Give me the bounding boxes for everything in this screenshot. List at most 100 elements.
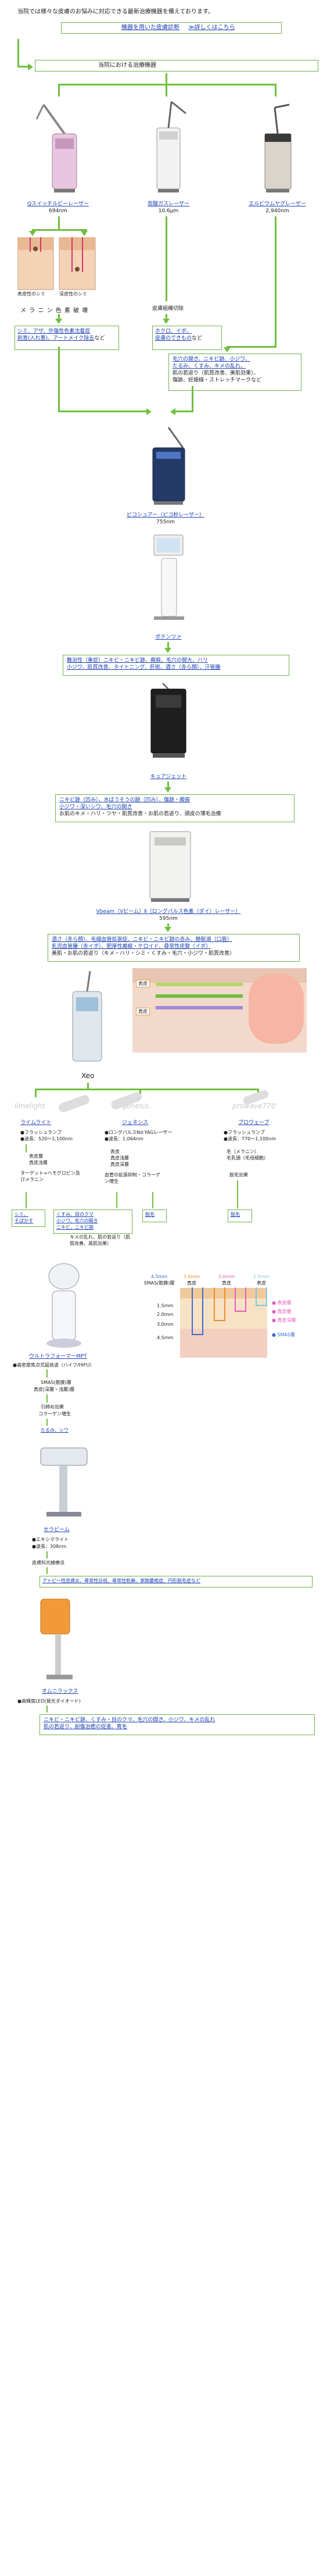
- ruby-indication-2[interactable]: 刺青(入れ墨)、アートメイク除去: [17, 336, 95, 341]
- right-layer-3: ● 真皮深層: [272, 1318, 296, 1323]
- omnilux-name[interactable]: オムニラックス: [42, 1689, 78, 1694]
- probe-1-5-icon: [256, 1287, 267, 1306]
- limelight-spec1: ●フラッシュランプ: [20, 1130, 62, 1135]
- axis-1-5: 1.5mm: [157, 1303, 174, 1308]
- right-layer-2: ● 真皮層: [272, 1309, 292, 1314]
- limelight-effect-2: 真皮浅層: [29, 1160, 48, 1165]
- prowave-brand: prowave770: [232, 1102, 276, 1110]
- axis-4-5: 4.5mm: [157, 1335, 174, 1340]
- potenza-indication-1[interactable]: 難治性（重症）ニキビ・ニキビ跡、瘢痕、毛穴の開大、ハリ: [67, 658, 209, 663]
- genesis-spec2: ●波長：1,064nm: [105, 1136, 143, 1141]
- erbium-indication-4: 傷跡、妊娠線・ストレッチマークなど: [173, 377, 262, 383]
- co2-laser-image: [156, 101, 186, 192]
- genesis-result-1[interactable]: くすみ、目のクマ: [56, 1212, 94, 1217]
- therabeam-tag: 皮膚科光線療法: [32, 1560, 64, 1565]
- genesis-effect-3: 真皮深層: [110, 1162, 129, 1167]
- vbeam-wavelength: 595nm: [159, 916, 178, 922]
- cureject-name[interactable]: キュアジェット: [150, 774, 187, 780]
- therabeam-image: [40, 1447, 88, 1517]
- cureject-indication-3: お肌のキメ・ハリ・ツヤ・肌質改善・お肌の若返り、頭皮の薄毛治療: [59, 811, 221, 817]
- prowave-spec1: ●フラッシュランプ: [224, 1130, 265, 1135]
- depth-sub-3: 真皮: [222, 1280, 231, 1286]
- omnilux-result-2[interactable]: 肌の若返り、創傷治癒の促進、育毛: [44, 1724, 127, 1730]
- prowave-spec2: ●波長：770～1,100nm: [224, 1136, 276, 1141]
- limelight-result-2[interactable]: そばかす: [15, 1218, 34, 1223]
- potenza-indication-2[interactable]: 小ジワ、肌質改善、タイトニング、肝斑、酒さ（赤ら顔）、汗管腫: [67, 665, 221, 670]
- picosure-wavelength: 755nm: [156, 519, 175, 525]
- co2-indication-box: ホクロ、イボ、 皮膚のできものなど: [152, 326, 222, 350]
- epidermis-label: 表皮: [136, 980, 150, 987]
- genesis-result-3[interactable]: ニキビ、ニキビ跡: [56, 1225, 94, 1230]
- ultraformer-image: [46, 1263, 81, 1348]
- genesis-hair-box: 脱毛: [142, 1209, 167, 1222]
- cureject-indication-box: ニキビ跡（凹み）、水ぼうそうの跡（凹み）、傷跡・瘢痕 小ジワ・深いシワ、毛穴の開…: [55, 794, 295, 822]
- prowave-result-box: 脱毛: [228, 1209, 252, 1222]
- probe-2-0-icon: [235, 1287, 246, 1312]
- erbium-laser-wavelength: 2,940nm: [265, 208, 289, 214]
- erbium-indication-2[interactable]: たるみ、くすみ、キメの乱れ、: [173, 363, 246, 369]
- depth-sub-2: 真皮: [187, 1280, 196, 1286]
- vbeam-indication-2[interactable]: 乳児血管腫（赤イボ）、肥厚性瘢痕・ケロイド、尋常性疣贅（イボ）: [52, 944, 211, 950]
- erbium-indication-box: 毛穴の開き、ニキビ跡、小ジワ、 たるみ、くすみ、キメの乱れ、 肌の若返り（肌質改…: [168, 354, 301, 391]
- genesis-effect-2: 真皮浅層: [110, 1155, 129, 1161]
- ruby-laser-name[interactable]: Qスイッチルビーレーザー: [27, 201, 89, 207]
- therabeam-spec2: ●波長：308nm: [32, 1544, 67, 1549]
- diagnosis-link[interactable]: 機器を用いた皮膚診断: [121, 24, 179, 31]
- omnilux-image: [40, 1599, 73, 1679]
- cureject-indication-1[interactable]: ニキビ跡（凹み）、水ぼうそうの跡（凹み）、傷跡・瘢痕: [59, 797, 191, 803]
- limelight-brand: limelight: [15, 1102, 45, 1110]
- therabeam-name[interactable]: セラビーム: [44, 1527, 70, 1533]
- depth-label-1: 4.5mm: [150, 1274, 168, 1279]
- section-title: 当院における治療機器: [98, 62, 156, 69]
- co2-indication-suffix: など: [192, 336, 203, 341]
- therabeam-result[interactable]: アトピー性皮膚炎、尋常性白斑、尋常性乾癬、掌蹠膿疱症、円形脱毛症など: [39, 1576, 313, 1587]
- right-layer-4: ● SMAS層: [272, 1332, 296, 1337]
- genesis-result-2[interactable]: 小ジワ、毛穴の開き: [56, 1218, 98, 1223]
- axis-2-0: 2.0mm: [157, 1312, 174, 1317]
- picosure-name[interactable]: ピコシュアー（ピコ秒レーザー）: [126, 512, 205, 518]
- skin-cross-section-image: [17, 237, 96, 290]
- ultraformer-line-4: コラーゲン増生: [38, 1411, 71, 1417]
- limelight-desc: ターゲット=ヘモグロビン及びメラニン: [20, 1171, 80, 1182]
- limelight-effect-1: 表皮層: [29, 1154, 43, 1159]
- prowave-result[interactable]: 脱毛: [231, 1212, 240, 1217]
- prowave-effect-2: 毛乳頭（毛母細胞）: [227, 1155, 268, 1161]
- melanin-destruction: メ ラ ニ ン 色 素 破 壊: [20, 308, 89, 314]
- ruby-indication-suffix: など: [94, 336, 105, 341]
- dermis-label: 真皮: [136, 1008, 150, 1015]
- erbium-indication-1[interactable]: 毛穴の開き、ニキビ跡、小ジワ、: [173, 356, 250, 362]
- limelight-result-1[interactable]: シミ、: [15, 1212, 28, 1217]
- prowave-desc: 脱毛効果: [229, 1172, 248, 1178]
- vbeam-name[interactable]: Vbeam（Vビーム）Ⅱ（ロングパルス色素（ダイ）レーザー）: [96, 909, 241, 915]
- co2-laser-name[interactable]: 炭酸ガスレーザー: [148, 201, 189, 207]
- ultraformer-name[interactable]: ウルトラフォーマーMPT: [29, 1354, 87, 1360]
- genesis-spec1: ●ロングパルスNd:YAGレーザー: [105, 1130, 173, 1135]
- ultraformer-line-3: 引締め効果: [41, 1404, 64, 1410]
- xeo-name: Xeo: [81, 1072, 95, 1080]
- genesis-desc: 血管の拡張抑制・コラーゲン増生: [105, 1172, 160, 1184]
- co2-indication-1[interactable]: ホクロ、イボ、: [155, 329, 192, 334]
- limelight-name[interactable]: ライムライト: [20, 1120, 52, 1126]
- ruby-laser-image: [35, 104, 77, 192]
- cureject-indication-2[interactable]: 小ジワ・深いシワ、毛穴の開き: [59, 804, 132, 810]
- ultraformer-line-2: 真皮(深層・浅層)層: [34, 1387, 75, 1392]
- omnilux-result-1[interactable]: ニキビ・ニキビ跡、くすみ・目のクマ、毛穴の開き、小ジワ、キメの乱れ: [44, 1717, 216, 1723]
- genesis-hair-result[interactable]: 脱毛: [145, 1212, 155, 1217]
- erbium-laser-name[interactable]: エルビウムヤグレーザー: [249, 201, 306, 207]
- vbeam-indication-box: 酒さ（赤ら顔）、毛細血管拡張症、ニキビ・ニキビ跡の赤み、静脈湖（口唇） 乳児血管…: [48, 934, 300, 962]
- limelight-handpiece-icon: [57, 1094, 91, 1114]
- details-link[interactable]: ≫詳しくはこちら: [188, 24, 235, 31]
- ultraformer-spec: ●高密度焦点式超音波（ハイフ/HIFU）: [13, 1362, 95, 1368]
- vbeam-indication-1[interactable]: 酒さ（赤ら顔）、毛細血管拡張症、ニキビ・ニキビ跡の赤み、静脈湖（口唇）: [52, 937, 232, 943]
- ruby-laser-wavelength: 694nm: [49, 208, 67, 214]
- axis-3-0: 3.0mm: [157, 1322, 174, 1327]
- genesis-name[interactable]: ジェネシス: [122, 1120, 149, 1126]
- vbeam-image: [149, 831, 191, 902]
- potenza-name[interactable]: ポテンツァ: [155, 634, 182, 640]
- ultraformer-result[interactable]: たるみ、シワ: [41, 1428, 69, 1433]
- probe-3-0-icon: [214, 1287, 225, 1321]
- ruby-indication-1[interactable]: シミ、アザ、外傷性色素沈着症: [17, 329, 91, 334]
- prowave-name[interactable]: プロウェーブ: [238, 1120, 270, 1126]
- co2-indication-2[interactable]: 皮膚のできもの: [155, 336, 192, 341]
- genesis-effect-1: 表皮: [110, 1149, 120, 1154]
